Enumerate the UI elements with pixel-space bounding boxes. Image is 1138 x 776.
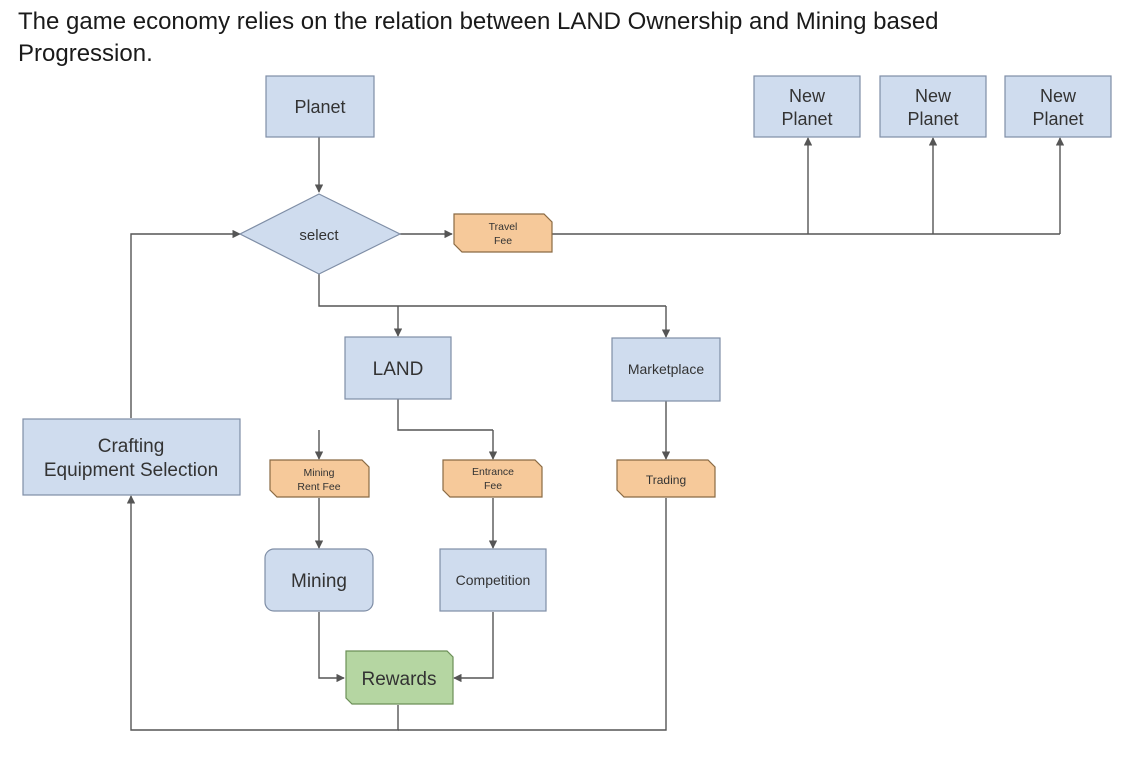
entrance-fee-line-2: Fee: [484, 480, 502, 492]
new-planet-3-line-2: Planet: [1032, 109, 1083, 129]
connector-competition-rewards: [453, 612, 494, 683]
intro-line-2: Progression.: [18, 40, 153, 67]
new-planet-3-line-1: New: [1040, 86, 1077, 106]
crafting-line-2: Equipment Selection: [44, 460, 218, 481]
entrance-fee-line-1: Entrance: [472, 466, 514, 478]
rewards-label: Rewards: [362, 669, 437, 690]
node-land: LAND: [344, 336, 452, 400]
connector-crafting-select: [130, 229, 241, 418]
mining-label: Mining: [291, 571, 347, 592]
competition-label: Competition: [456, 572, 531, 588]
select-label: select: [299, 227, 339, 244]
node-entrance-fee: Entrance Fee: [442, 459, 543, 498]
node-rewards: Rewards: [345, 650, 454, 705]
connector-mining-rewards: [318, 612, 345, 683]
node-new-planet-2: New Planet: [879, 75, 987, 138]
node-select-decision: select: [238, 193, 402, 275]
new-planet-1-line-2: Planet: [781, 109, 832, 129]
mining-rent-fee-line-1: Mining: [304, 467, 335, 479]
new-planet-2-line-1: New: [915, 86, 952, 106]
travel-fee-line-1: Travel: [489, 221, 518, 233]
planet-label: Planet: [294, 97, 345, 117]
node-new-planet-1: New Planet: [753, 75, 861, 138]
node-mining-rent-fee: Mining Rent Fee: [269, 459, 370, 498]
new-planet-1-line-1: New: [789, 86, 826, 106]
intro-text: The game economy relies on the relation …: [18, 6, 1098, 70]
land-label: LAND: [373, 359, 424, 380]
node-planet: Planet: [265, 75, 375, 138]
trading-label: Trading: [646, 473, 686, 487]
node-mining: Mining: [264, 548, 374, 612]
connector-rewards-loop: [126, 495, 399, 731]
travel-fee-line-2: Fee: [494, 235, 512, 247]
mining-rent-fee-line-2: Rent Fee: [297, 481, 340, 493]
connectors: [126, 137, 1065, 731]
marketplace-label: Marketplace: [628, 361, 704, 377]
node-travel-fee: Travel Fee: [453, 213, 553, 253]
intro-line-1: The game economy relies on the relation …: [18, 8, 939, 35]
node-marketplace: Marketplace: [611, 337, 721, 402]
connector-land-branch: [397, 399, 493, 431]
node-competition: Competition: [439, 548, 547, 612]
connector-trading-loop: [398, 498, 667, 731]
node-trading: Trading: [616, 459, 716, 498]
new-planet-2-line-2: Planet: [907, 109, 958, 129]
node-new-planet-3: New Planet: [1004, 75, 1112, 138]
node-crafting-equipment: Crafting Equipment Selection: [22, 418, 241, 496]
crafting-line-1: Crafting: [98, 436, 165, 457]
connector-select-branch: [318, 274, 666, 307]
